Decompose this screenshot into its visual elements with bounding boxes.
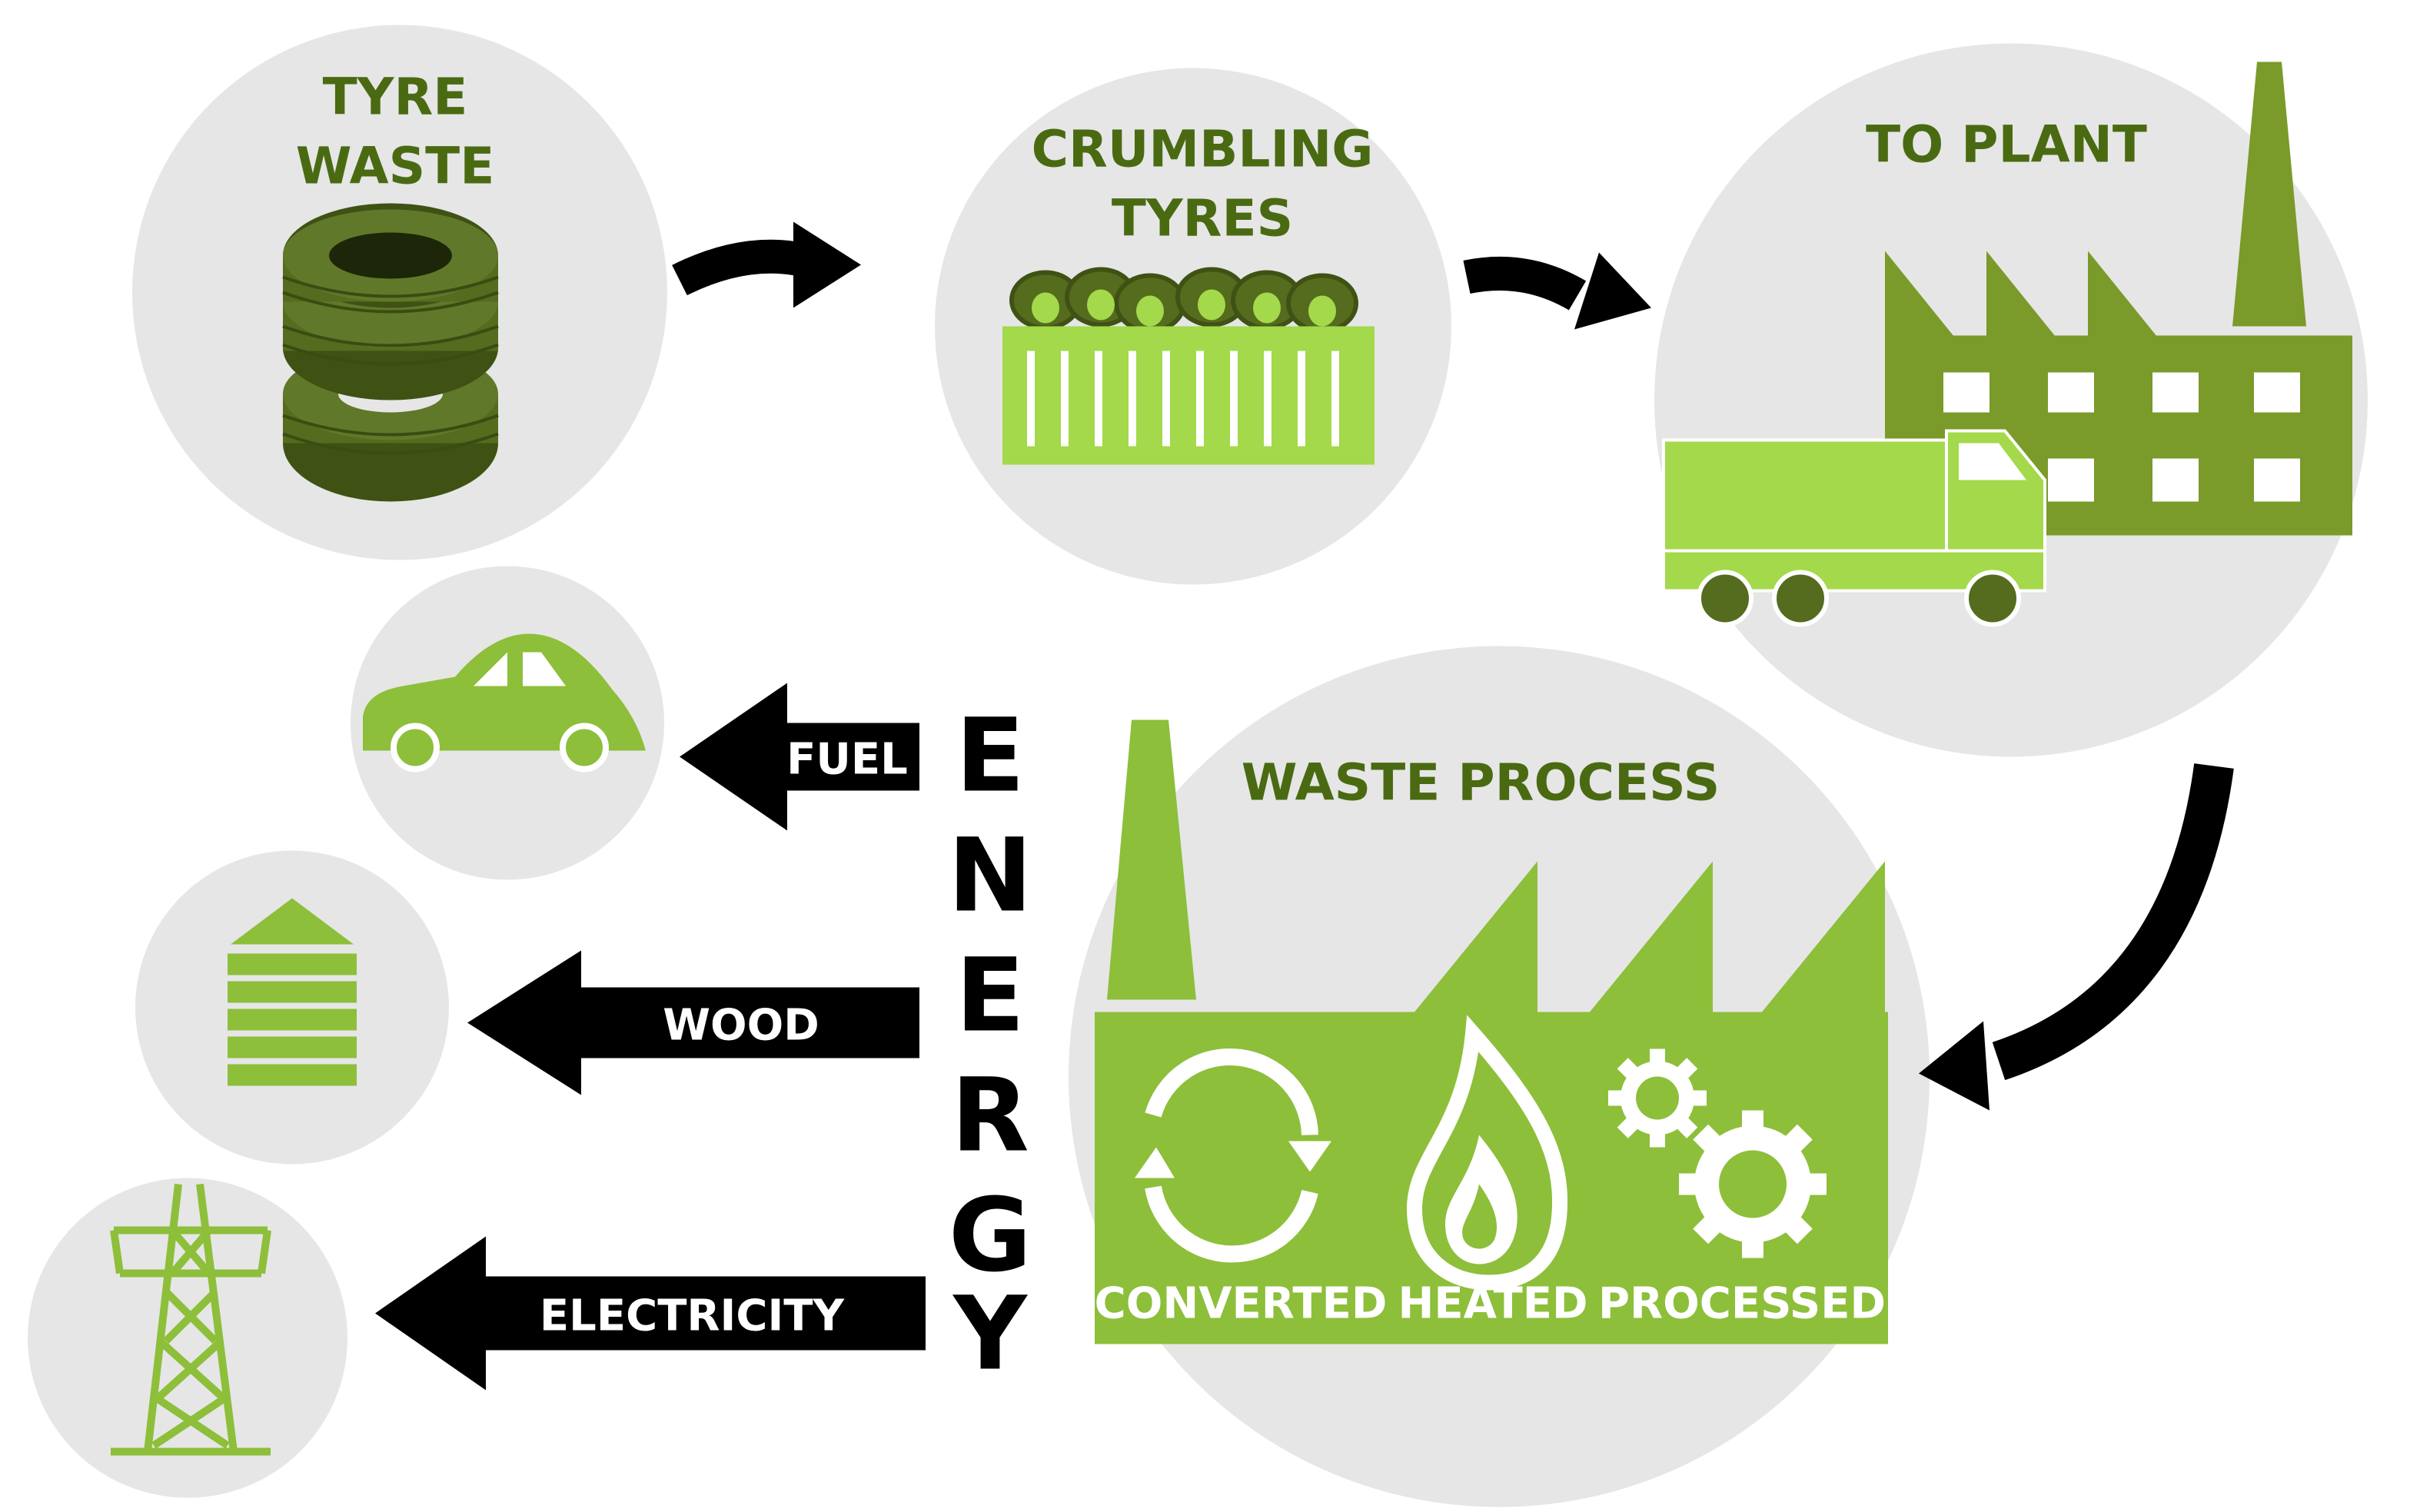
wood-planks-icon — [228, 898, 357, 1086]
energy-letter-g: G — [949, 1177, 1032, 1295]
car-icon — [363, 633, 646, 773]
output-wood-label: WOOD — [663, 1001, 819, 1051]
arrow-wood: WOOD — [467, 950, 919, 1095]
truck-icon — [1662, 429, 2046, 627]
arrow-tyre-to-crumbling — [672, 221, 861, 308]
energy-letter-y: Y — [952, 1275, 1028, 1394]
step-converted-label: CONVERTED — [1095, 1279, 1388, 1329]
crumbling-label-line2: TYRES — [1112, 189, 1293, 248]
waste-process-label: WASTE PROCESS — [1242, 753, 1720, 812]
energy-letter-e2: E — [956, 937, 1025, 1055]
recycle-icon — [1145, 1048, 1318, 1263]
arrow-fuel: FUEL — [680, 683, 919, 831]
energy-letter-r: R — [951, 1057, 1029, 1175]
recycle-arrowheads — [1135, 1141, 1331, 1178]
tyre-waste-label-line2: WASTE — [296, 137, 495, 196]
energy-word: E N E R G Y — [948, 697, 1032, 1394]
arrow-plant-to-process — [1919, 763, 2234, 1111]
crumbling-label-line1: CRUMBLING — [1032, 120, 1374, 179]
tyre-stack-icon — [282, 203, 499, 502]
arrow-electricity: ELECTRICITY — [375, 1236, 926, 1391]
tyres-in-container-icon — [1002, 267, 1375, 465]
flame-icon — [1406, 1015, 1567, 1291]
gears-icon — [1608, 1048, 1827, 1258]
output-fuel-label: FUEL — [786, 735, 908, 785]
arrow-crumbling-to-plant — [1463, 252, 1651, 330]
step-processed-label: PROCESSED — [1598, 1279, 1886, 1329]
circle-wood — [135, 850, 449, 1165]
step-heated-label: HEATED — [1398, 1279, 1587, 1329]
electricity-pylon-icon — [110, 1183, 271, 1456]
output-electricity-label: ELECTRICITY — [540, 1291, 846, 1341]
energy-letter-n: N — [948, 817, 1032, 935]
energy-letter-e1: E — [956, 697, 1025, 816]
to-plant-label: TO PLANT — [1866, 115, 2147, 174]
tyre-waste-label-line1: TYRE — [323, 68, 468, 127]
circle-pylon — [28, 1178, 347, 1498]
